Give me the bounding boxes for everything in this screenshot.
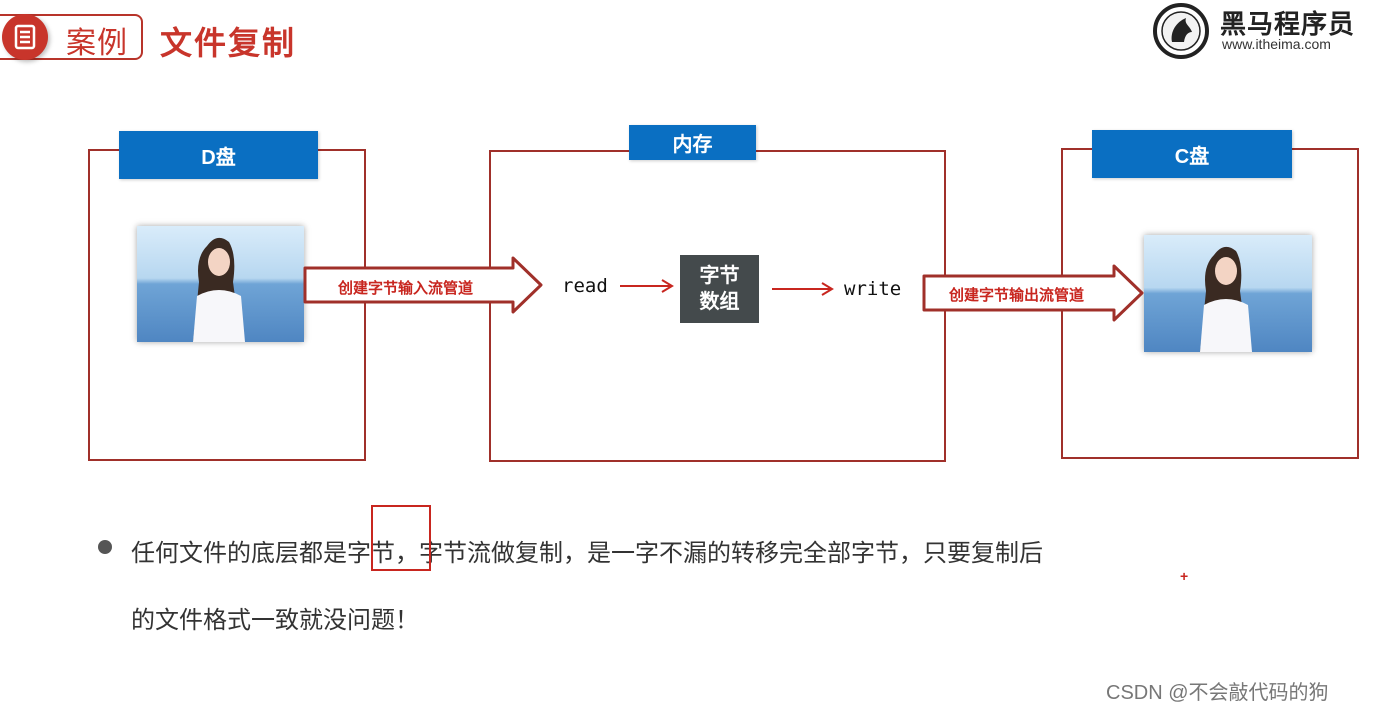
body-line-1-pre: 任何文件的底层都是 — [131, 540, 347, 567]
write-label: write — [844, 278, 902, 300]
read-label: read — [562, 275, 608, 297]
case-label: 案例 — [66, 27, 128, 60]
plus-marker: + — [1180, 568, 1189, 584]
brand-name: 黑马程序员 — [1220, 9, 1356, 39]
arrow-right-icon — [922, 264, 1144, 322]
photo-icon — [137, 226, 304, 342]
target-drive-label: C盘 — [1092, 130, 1292, 178]
page-title: 文件复制 — [160, 25, 297, 61]
photo-icon — [1144, 235, 1312, 352]
byte-array-box: 字节 数组 — [680, 255, 759, 323]
highlight-box — [371, 505, 431, 571]
arrow-right-icon — [303, 256, 543, 314]
arrow-right-icon — [772, 279, 836, 299]
body-line-1-post: ，字节流做复制，是一字不漏的转移完全部字节，只要复制后 — [395, 540, 1043, 567]
body-line-1: 任何文件的底层都是字节，字节流做复制，是一字不漏的转移完全部字节，只要复制后 — [131, 533, 1043, 568]
output-stream-label: 创建字节输出流管道 — [949, 287, 1085, 304]
byte-array-line2: 数组 — [699, 291, 740, 313]
horse-logo-icon — [1152, 2, 1210, 60]
body-line-2: 的文件格式一致就没问题！ — [131, 607, 419, 634]
bullet-dot — [98, 540, 112, 554]
source-drive-label: D盘 — [119, 131, 318, 179]
input-stream-label: 创建字节输入流管道 — [338, 280, 474, 297]
brand-url: www.itheima.com — [1222, 36, 1331, 52]
document-icon — [2, 14, 48, 60]
arrow-right-icon — [620, 276, 676, 296]
byte-array-line1: 字节 — [699, 265, 740, 287]
watermark: CSDN @不会敲代码的狗 — [1106, 682, 1329, 704]
memory-label: 内存 — [629, 125, 756, 160]
